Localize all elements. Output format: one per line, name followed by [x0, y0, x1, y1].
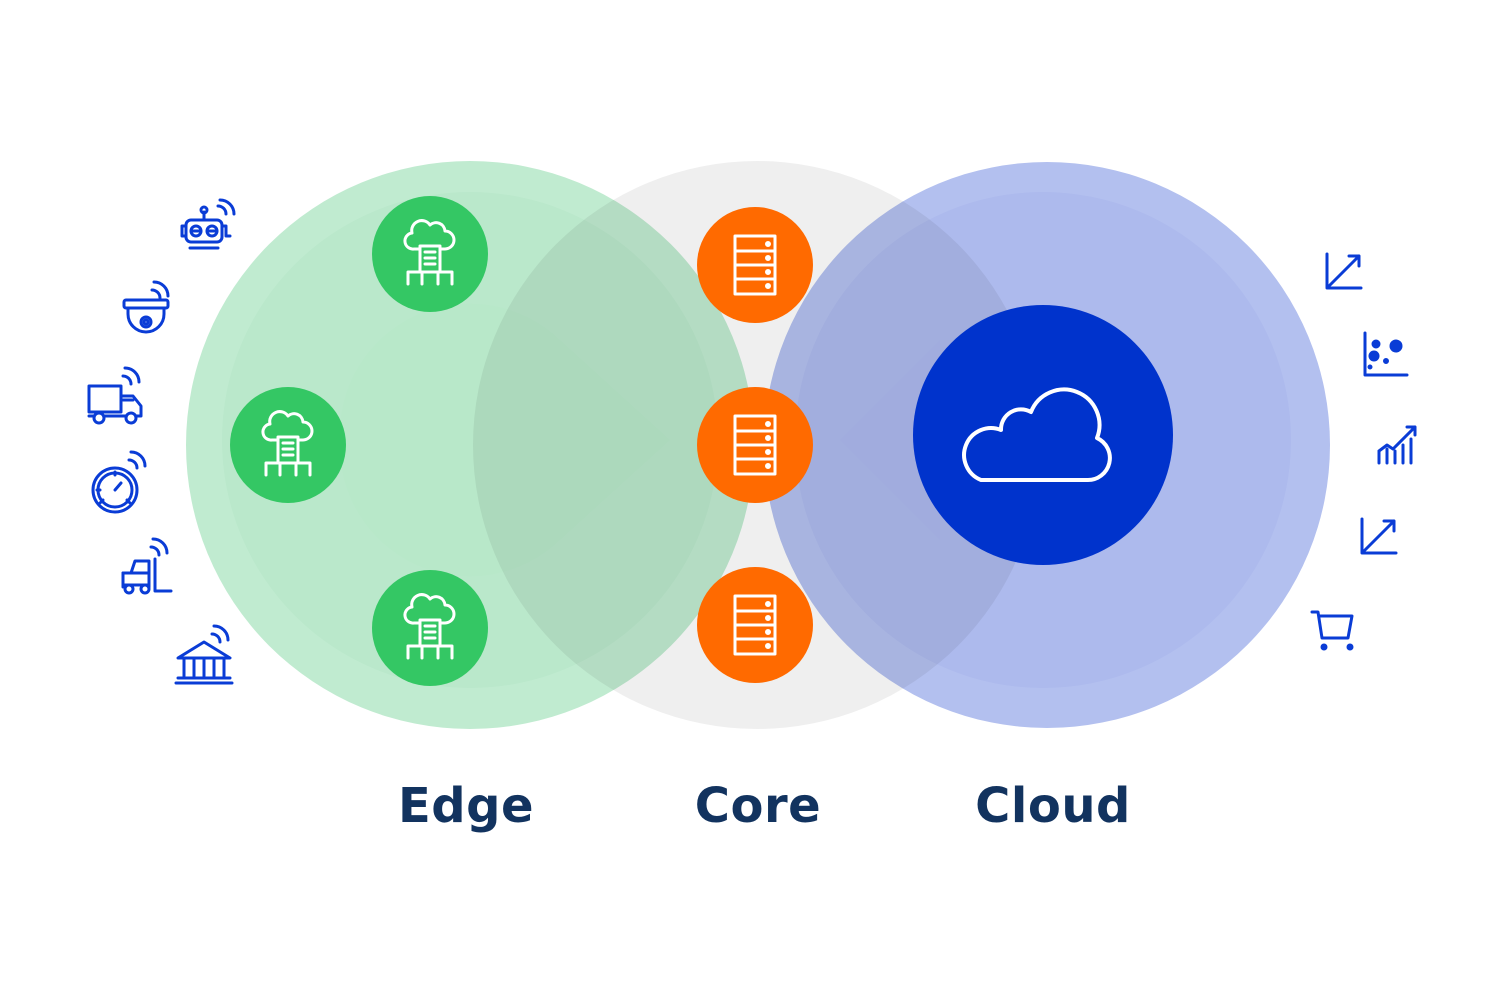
- truck-icon: [87, 366, 143, 425]
- cloud-icon: [962, 387, 1112, 483]
- server-rack-icon: [733, 414, 777, 476]
- robot-icon: [180, 198, 236, 250]
- edge-node-middle: [230, 387, 346, 503]
- forklift-icon: [121, 537, 173, 595]
- growth-chart-icon: [1325, 252, 1363, 290]
- core-node-middle: [697, 387, 813, 503]
- growth-chart-icon: [1360, 517, 1398, 555]
- gauge-icon: [91, 450, 147, 514]
- core-label: Core: [694, 778, 822, 834]
- scatter-chart-icon: [1363, 331, 1409, 377]
- bank-icon: [174, 624, 234, 685]
- edge-server-cloud-icon: [261, 410, 314, 477]
- edge-label: Edge: [397, 778, 535, 834]
- edge-server-cloud-icon: [403, 219, 456, 286]
- server-rack-icon: [733, 594, 777, 656]
- core-node-top: [697, 207, 813, 323]
- bar-trend-icon: [1377, 425, 1417, 465]
- cloud-node: [913, 305, 1173, 565]
- edge-node-top: [372, 196, 488, 312]
- cloud-label: Cloud: [975, 778, 1131, 834]
- edge-node-bottom: [372, 570, 488, 686]
- core-node-bottom: [697, 567, 813, 683]
- security-camera-icon: [122, 280, 170, 334]
- server-rack-icon: [733, 234, 777, 296]
- edge-server-cloud-icon: [403, 593, 456, 660]
- edge-zone: [186, 161, 754, 729]
- shopping-cart-icon: [1310, 610, 1354, 651]
